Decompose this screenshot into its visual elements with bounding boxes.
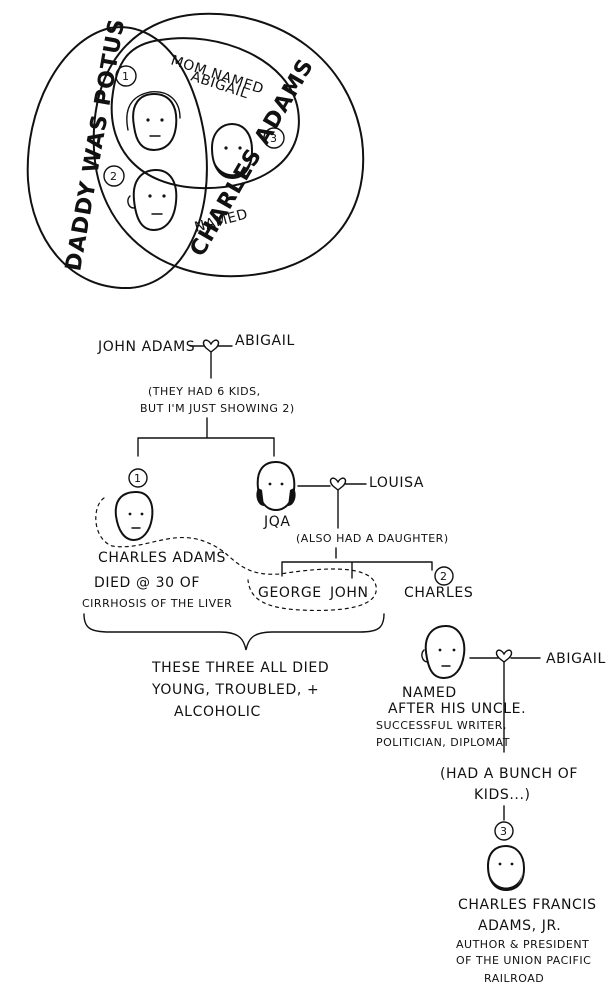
venn-set-mom-named-abigail (110, 37, 300, 190)
cfa-name-1: CHARLES FRANCIS (458, 897, 597, 913)
tree-marker-3: 3 (494, 821, 514, 841)
venn-set-named-charles-adams (92, 12, 365, 278)
cfa-name-2: ADAMS, JR. (478, 918, 561, 934)
face-cfa-jr-icon (487, 845, 525, 891)
charles-desc-1: SUCCESSFUL WRITER, (376, 719, 507, 732)
svg-text:1: 1 (122, 70, 130, 83)
heart-icon-charles (495, 649, 513, 663)
face-charles-adams-icon (126, 91, 181, 151)
person-jqa: JQA (263, 514, 291, 530)
note-six-kids: (THEY HAD 6 KIDS, (148, 385, 261, 398)
note-three-died-3: ALCOHOLIC (174, 704, 261, 720)
venn-diagram: DADDY WAS POTUS MOM NAMED ABIGAIL NAMED … (26, 12, 365, 290)
person-charles: CHARLES (404, 585, 473, 601)
sibling-bar-1 (137, 417, 275, 457)
note-showing-two: BUT I'M JUST SHOWING 2) (140, 402, 295, 415)
tree-marker-1: 1 (128, 468, 148, 488)
face-charles-icon (127, 169, 178, 231)
family-tree: JOHN ADAMS ABIGAIL (THEY HAD 6 KIDS, BUT… (82, 333, 606, 985)
person-abigail: ABIGAIL (235, 333, 295, 349)
cfa-desc-1: AUTHOR & PRESIDENT (456, 938, 589, 951)
venn-marker-3: 3 (263, 127, 285, 149)
charles-desc-2: POLITICIAN, DIPLOMAT (376, 736, 510, 749)
svg-text:2: 2 (110, 170, 118, 183)
dotted-group-outline (95, 497, 377, 612)
note-three-died-1: THESE THREE ALL DIED (151, 660, 329, 676)
cfa-desc-3: RAILROAD (484, 972, 544, 985)
note-after-uncle: AFTER HIS UNCLE. (388, 701, 526, 717)
sibling-bar-2 (281, 547, 433, 579)
face-charles-francis-icon (211, 123, 253, 179)
venn-set-daddy-was-potus (26, 26, 208, 290)
charles-death-line1: DIED @ 30 OF (94, 575, 200, 591)
person-charles-adams: CHARLES ADAMS (98, 550, 226, 566)
person-louisa: LOUISA (369, 475, 424, 491)
person-john: JOHN (329, 585, 369, 601)
brace (83, 613, 385, 651)
person-john-adams: JOHN ADAMS (97, 339, 195, 355)
svg-text:2: 2 (440, 570, 448, 583)
tree-marker-2: 2 (434, 566, 454, 586)
note-bunch-kids-1: (HAD A BUNCH OF (440, 766, 578, 782)
svg-text:1: 1 (134, 472, 142, 485)
person-abigail-2: ABIGAIL (546, 651, 606, 667)
note-also-daughter: (ALSO HAD A DAUGHTER) (296, 532, 449, 545)
heart-icon (202, 339, 220, 353)
svg-text:3: 3 (270, 132, 278, 145)
face-charles-adams-tree-icon (114, 491, 154, 541)
heart-icon-jqa (329, 477, 347, 491)
venn-marker-2: 2 (103, 165, 125, 187)
note-bunch-kids-2: KIDS...) (474, 787, 531, 803)
svg-text:3: 3 (500, 825, 508, 838)
note-three-died-2: YOUNG, TROUBLED, + (151, 682, 319, 698)
face-jqa-icon (256, 461, 296, 511)
person-george: GEORGE (258, 585, 322, 601)
face-charles-grown-icon (421, 625, 466, 679)
charles-death-line2: CIRRHOSIS OF THE LIVER (82, 597, 232, 610)
venn-marker-1: 1 (115, 65, 137, 87)
note-named: NAMED (402, 685, 457, 701)
cfa-desc-2: OF THE UNION PACIFIC (456, 954, 591, 967)
